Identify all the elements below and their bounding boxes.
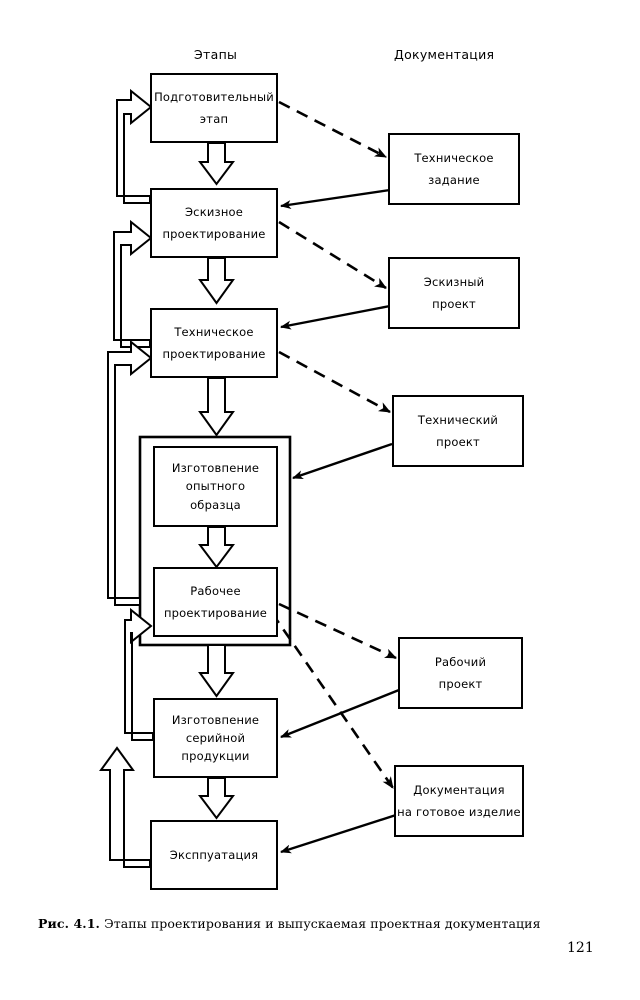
stage-label-line: Рабочее xyxy=(190,584,241,599)
feedback-loop-serial-to-working xyxy=(124,607,154,741)
document-box-technical-project[interactable]: Технический проект xyxy=(392,395,524,467)
stage-box-working-design[interactable]: Рабочее проектирование xyxy=(153,567,278,637)
feedback-loop-operation-to-serial xyxy=(99,746,151,868)
solid-arrow-sketch-project-to-technical xyxy=(280,304,391,330)
flow-arrow-preparatory-to-sketch xyxy=(198,142,235,186)
stage-label-line: продукции xyxy=(181,749,250,764)
feedback-loop-technical-to-sketch xyxy=(113,219,153,348)
document-box-technical-assignment[interactable]: Техническое задание xyxy=(388,133,520,205)
document-label-line: проект xyxy=(436,434,480,449)
column-header-stages: Этапы xyxy=(194,47,238,62)
stage-label-line: Эскизное xyxy=(184,205,244,220)
stage-box-technical-design[interactable]: Техническое проектирование xyxy=(150,308,278,378)
stage-label-line: опытного xyxy=(185,479,246,494)
column-header-documentation: Документация xyxy=(394,47,495,62)
document-label-line: проект xyxy=(432,296,476,311)
stage-label-line: образца xyxy=(190,497,241,512)
document-label-line: Эскизный xyxy=(423,275,485,290)
stage-box-serial-production[interactable]: Изготовпение серийной продукции xyxy=(153,698,278,778)
document-label-line: задание xyxy=(428,172,480,187)
document-label-line: Технический xyxy=(417,413,499,428)
page-number: 121 xyxy=(567,940,594,956)
document-label-line: проект xyxy=(438,676,483,691)
flow-arrow-sketch-to-technical xyxy=(198,257,235,305)
stage-label-line: проектирование xyxy=(163,605,268,620)
document-label-line: Документация xyxy=(413,783,505,798)
solid-arrow-finished-docs-to-operation xyxy=(280,813,397,854)
solid-arrow-working-project-to-serial xyxy=(280,688,400,739)
document-label-line: Техническое xyxy=(414,151,494,166)
figure-caption: Рис. 4.1. Этапы проектирования и выпуска… xyxy=(38,916,608,931)
stage-label-line: Изготовпение xyxy=(171,461,260,476)
flow-arrow-technical-to-prototype xyxy=(198,377,235,437)
stage-label-line: серийной xyxy=(185,730,246,745)
flow-arrow-working-to-serial xyxy=(198,644,235,698)
document-box-working-project[interactable]: Рабочий проект xyxy=(398,637,523,709)
feedback-loop-group-to-technical xyxy=(107,339,153,606)
stage-label-line: этап xyxy=(199,111,229,126)
dashed-arrow-technical-to-technical-project xyxy=(278,350,391,414)
feedback-loop-sketch-to-preparatory xyxy=(116,88,153,204)
stage-box-prototype-manufacture[interactable]: Изготовпение опытного образца xyxy=(153,446,278,527)
stage-label-line: проектирование xyxy=(162,226,266,241)
stage-box-preparatory[interactable]: Подготовительный этап xyxy=(150,73,278,143)
stage-box-sketch-design[interactable]: Эскизное проектирование xyxy=(150,188,278,258)
stage-label-line: Эксппуатация xyxy=(169,847,259,862)
stage-label-line: Подготовительный xyxy=(154,90,274,105)
flow-arrow-serial-to-operation xyxy=(198,777,235,820)
dashed-arrow-working-to-finished-product-docs xyxy=(270,612,395,789)
document-box-sketch-project[interactable]: Эскизный проект xyxy=(388,257,520,329)
stage-label-line: проектирование xyxy=(162,346,266,361)
figure-caption-text: Этапы проектирования и выпускаемая проек… xyxy=(104,916,541,931)
feedback-loop-sketch-inner xyxy=(125,108,151,210)
flow-arrow-prototype-to-working xyxy=(198,526,235,569)
solid-arrow-technical-project-to-prototype xyxy=(292,442,393,480)
dashed-arrow-working-to-working-project xyxy=(278,602,397,660)
stage-label-line: Техническое xyxy=(174,325,254,340)
document-box-finished-product-docs[interactable]: Документация на готовое изделие xyxy=(394,765,524,837)
figure-number: Рис. 4.1. xyxy=(38,916,100,931)
stage-label-line: Изготовпение xyxy=(171,712,260,727)
document-label-line: на готовое изделие xyxy=(397,804,521,819)
stage-box-operation[interactable]: Эксппуатация xyxy=(150,820,278,890)
document-label-line: Рабочий xyxy=(434,655,487,670)
dashed-arrow-preparatory-to-technical-assignment xyxy=(278,100,387,159)
solid-arrow-technical-assignment-to-sketch xyxy=(280,188,391,209)
dashed-arrow-sketch-to-sketch-project xyxy=(278,220,387,290)
